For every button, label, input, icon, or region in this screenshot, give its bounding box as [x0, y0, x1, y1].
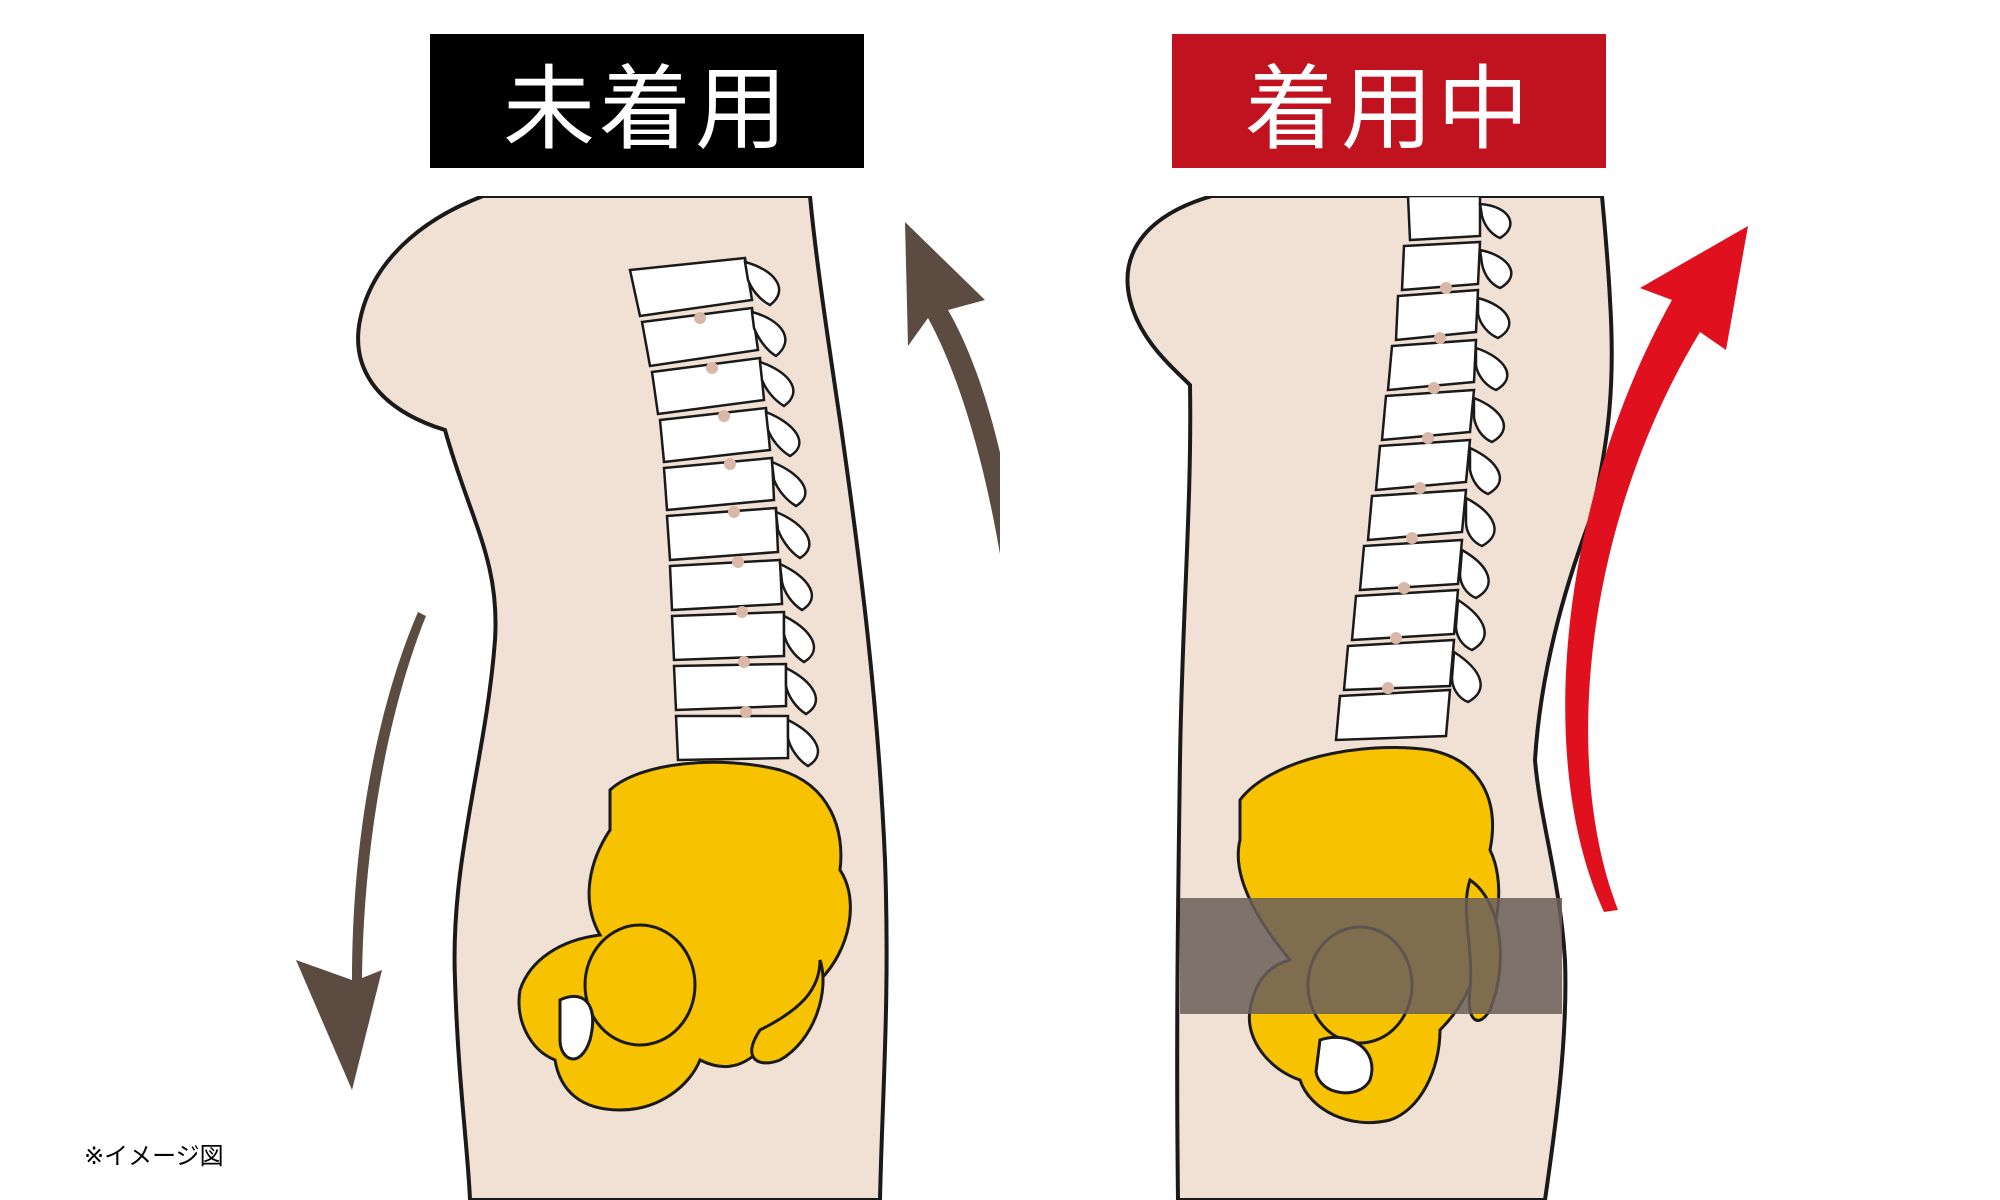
illustration-note: ※イメージ図	[84, 1136, 224, 1171]
after-panel	[1128, 196, 1748, 1200]
before-panel	[296, 196, 1028, 1200]
support-belt-band	[1180, 898, 1562, 1014]
curved-arrow-down-icon-before	[296, 612, 426, 1090]
pelvis-socket-before	[585, 925, 695, 1045]
curved-arrow-up-icon-before	[905, 222, 1028, 680]
